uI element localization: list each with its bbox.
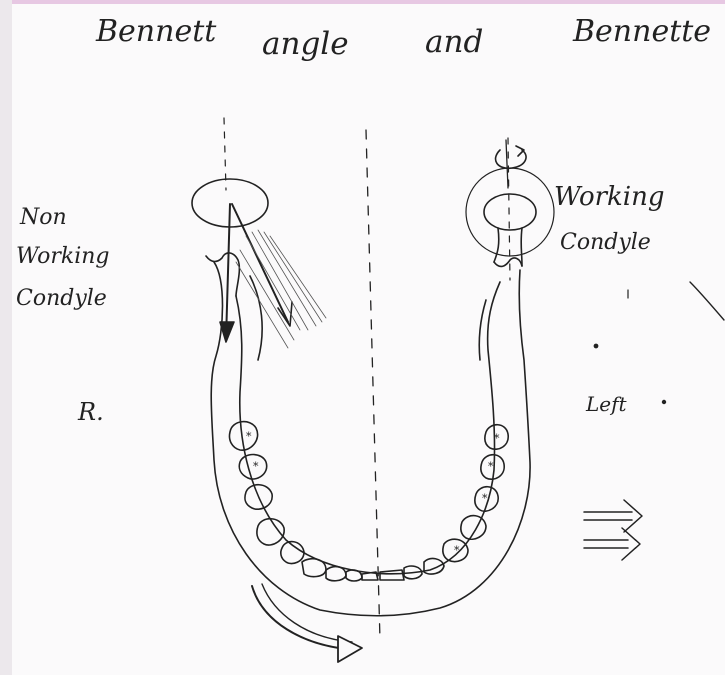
left-teeth: * * <box>229 422 378 581</box>
right-reference-dashed <box>508 138 510 280</box>
non-working-vertical-arrowhead <box>220 322 234 342</box>
rotation-axis <box>506 140 508 188</box>
edge-stroke <box>690 282 724 320</box>
non-working-vertical-arrow <box>226 204 230 340</box>
right-direction-arrows <box>584 500 642 560</box>
svg-text:*: * <box>246 430 252 443</box>
svg-text:*: * <box>488 460 494 473</box>
dot-mark <box>594 344 597 347</box>
working-condyle <box>484 194 536 230</box>
working-condyle-outer-ring <box>466 168 554 256</box>
bennett-angle-hatching <box>236 230 326 348</box>
left-ramus <box>206 253 239 296</box>
working-condyle-neck <box>494 228 522 266</box>
right-ramus <box>494 258 522 266</box>
right-coronoid <box>479 300 486 360</box>
midline-dashed <box>366 130 380 640</box>
svg-text:*: * <box>494 432 500 445</box>
right-teeth: * * * * <box>380 425 508 580</box>
svg-text:*: * <box>253 460 259 473</box>
rotation-arrowhead <box>516 146 524 156</box>
dot-mark <box>663 401 666 404</box>
svg-text:*: * <box>454 544 460 557</box>
lateral-movement-arrowhead <box>338 636 362 662</box>
svg-text:*: * <box>482 492 488 505</box>
